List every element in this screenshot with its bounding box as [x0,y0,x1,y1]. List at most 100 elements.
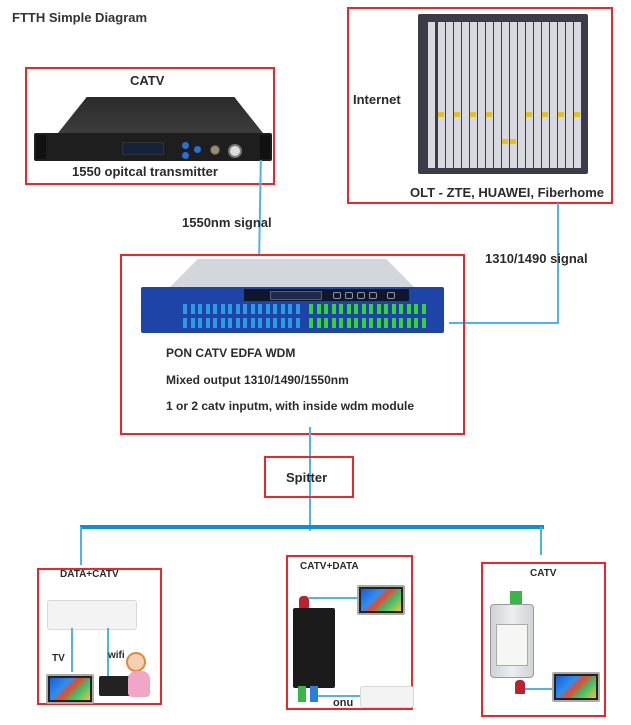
sc-port-icon [273,304,277,314]
sc-port-icon [213,318,217,328]
olt-internet-label: Internet [353,92,401,107]
endpoint-data-catv-heading: DATA+CATV [60,569,119,580]
onu-router-icon [47,600,137,630]
sc-port-icon [331,318,336,328]
laptop-icon [99,676,135,696]
sc-port-icon [183,304,187,314]
sc-port-icon [384,318,388,328]
sc-port-icon [220,304,225,314]
link-1550-line [258,159,262,257]
sc-port-icon [190,318,195,328]
sc-port-icon [346,304,351,314]
endpoint-catv-box [481,562,606,717]
sc-port-icon [280,304,285,314]
sc-port-icon [273,318,277,328]
sc-port-icon [265,304,270,314]
endpoint-catv-data-heading: CATV+DATA [300,561,359,572]
tv-icon [46,674,94,704]
catv-source-caption: 1550 opitcal transmitter [72,164,218,179]
splitter-box [264,456,354,498]
sc-port-icon [384,304,388,314]
sc-port-icon [243,318,247,328]
sc-port-icon [324,318,328,328]
sc-port-icon [190,304,195,314]
sc-port-icon [354,304,358,314]
sc-port-icon [288,318,292,328]
sc-port-icon [295,318,300,328]
edfa-output-line: Mixed output 1310/1490/1550nm [166,373,349,387]
catv-source-box [25,67,275,185]
sc-port-icon [235,318,240,328]
sc-port-icon [198,304,202,314]
catv-source-heading: CATV [130,73,165,88]
tv-cable-line [71,628,73,672]
sc-port-icon [295,304,300,314]
endpoint-catv-data-box [286,555,413,710]
sc-port-icon [220,318,225,328]
sc-port-icon [316,318,321,328]
splitter-label: Spitter [286,470,328,485]
sc-port-icon [198,318,202,328]
link-1550-label: 1550nm signal [182,215,272,230]
sc-port-icon [228,318,232,328]
link-olt-vertical-line [557,203,559,324]
edfa-input-line: 1 or 2 catv inputm, with inside wdm modu… [166,399,415,413]
child-user-body [128,671,150,697]
olt-chassis-icon [418,14,588,174]
sc-port-icon [228,304,232,314]
sc-port-icon [309,318,313,328]
sc-port-icon [250,318,255,328]
sc-port-icon [213,304,217,314]
sc-port-icon [361,318,366,328]
sc-port-icon [346,318,351,328]
sc-port-icon [183,318,187,328]
sc-port-icon [235,304,240,314]
sc-port-icon [421,304,426,314]
sc-port-icon [376,304,381,314]
sc-port-icon [339,318,343,328]
link-edfa-splitter-line [309,427,311,531]
rx-onu-cable-line [318,695,388,697]
link-olt-horizontal-line [449,322,559,324]
sc-port-icon [406,304,411,314]
olt-box [347,7,613,204]
sc-port-icon [376,318,381,328]
sc-port-icon [339,304,343,314]
endpoint-catv-heading: CATV [530,568,557,579]
sc-port-icon [354,318,358,328]
olt-caption: OLT - ZTE, HUAWEI, Fiberhome [410,185,605,200]
sc-port-icon [243,304,247,314]
wifi-cable-line [107,628,109,686]
endpoint-data-catv-box [37,568,162,705]
drop-line-left [80,527,82,565]
sc-port-icon [250,304,255,314]
sc-port-icon [369,318,373,328]
sc-port-icon [309,304,313,314]
diagram-title: FTTH Simple Diagram [12,10,148,25]
sc-port-icon [205,304,210,314]
onu-label: onu [333,697,354,709]
child-user-icon [126,652,146,672]
sc-port-icon [399,318,403,328]
sc-port-icon [280,318,285,328]
sc-port-icon [265,318,270,328]
node-tv-cable-line [525,688,555,690]
sc-port-icon [331,304,336,314]
sc-port-icon [391,304,396,314]
sc-port-icon [369,304,373,314]
sc-port-icon [288,304,292,314]
tv-icon-2 [357,585,405,615]
sc-port-icon [406,318,411,328]
sc-port-icon [391,318,396,328]
link-1310-1490-label: 1310/1490 signal [485,251,588,266]
sc-port-icon [316,304,321,314]
onu-router-icon-2 [360,686,414,708]
sc-port-icon [399,304,403,314]
sc-port-icon [258,304,262,314]
distribution-bus-line [80,525,544,529]
drop-line-right [540,527,542,555]
wifi-label: wifi [108,650,125,661]
tv-label: TV [52,653,65,664]
sc-port-icon [258,318,262,328]
rx-tv-cable-line [309,597,359,599]
